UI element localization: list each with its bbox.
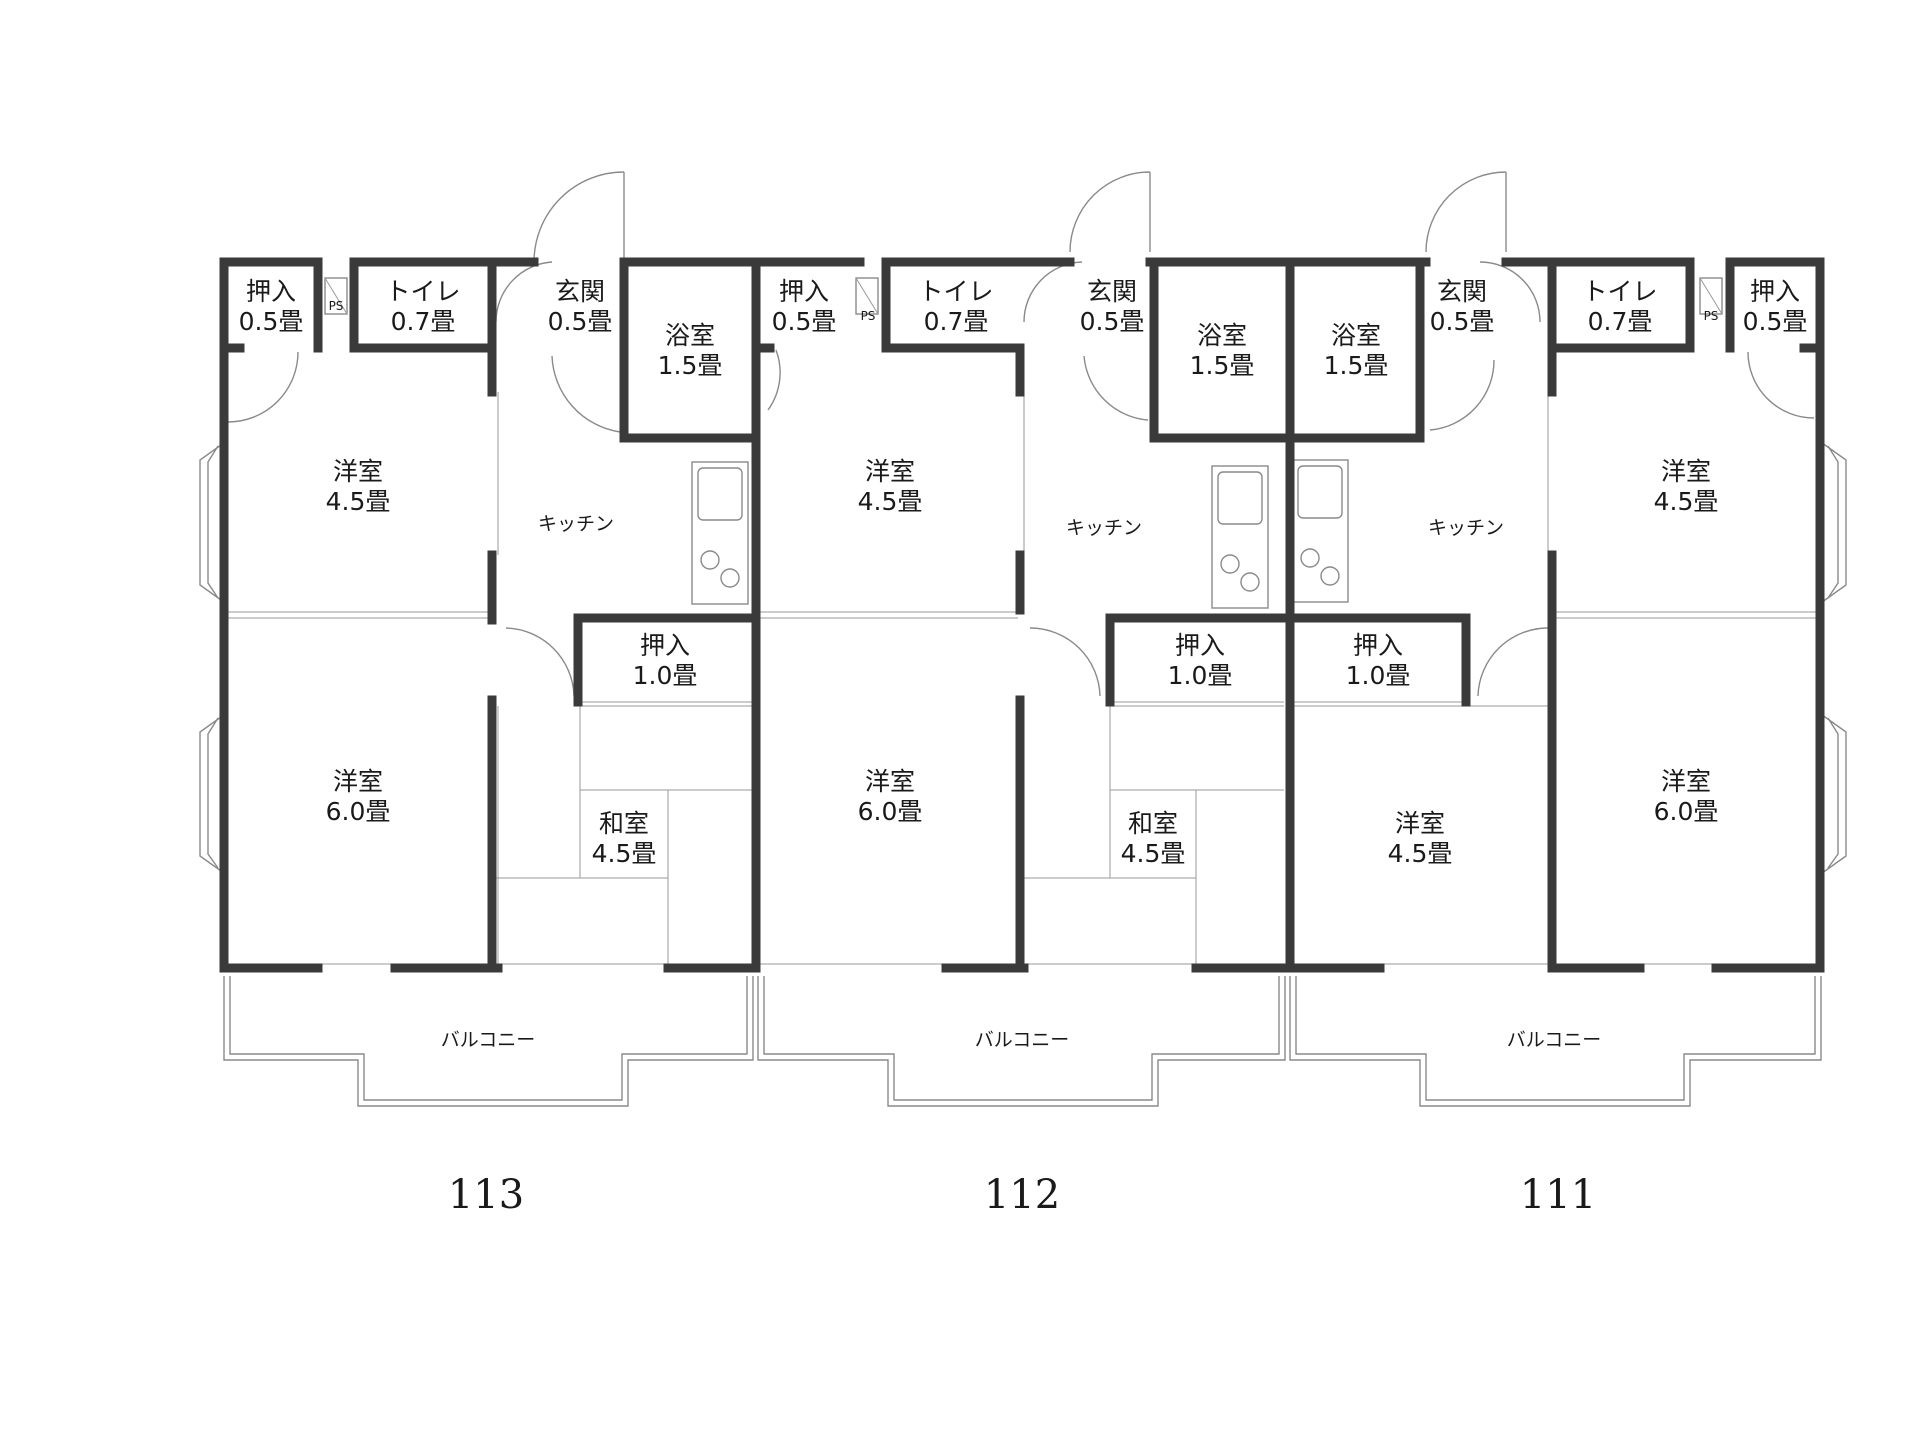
room-size: 1.5畳 bbox=[658, 351, 723, 380]
room-size: 0.7畳 bbox=[924, 307, 989, 336]
room-name: 和室 bbox=[599, 809, 649, 838]
room-name: 浴室 bbox=[1331, 321, 1381, 350]
room-name: 玄関 bbox=[555, 277, 605, 306]
room-name: 押入 bbox=[640, 631, 690, 660]
ps-label: PS bbox=[329, 299, 344, 313]
room-name: 押入 bbox=[1353, 631, 1403, 660]
room-size: 1.5畳 bbox=[1324, 351, 1389, 380]
room-size: 4.5畳 bbox=[1654, 487, 1719, 516]
room-size: 4.5畳 bbox=[1121, 839, 1186, 868]
room-name: 洋室 bbox=[333, 457, 383, 486]
room-size: 4.5畳 bbox=[592, 839, 657, 868]
room-name: 押入 bbox=[1750, 277, 1800, 306]
room-size: 0.5畳 bbox=[1080, 307, 1145, 336]
kitchen-label: キッチン bbox=[538, 513, 614, 535]
room-size: 1.0畳 bbox=[1346, 661, 1411, 690]
room-size: 0.5畳 bbox=[1430, 307, 1495, 336]
unit-number: 112 bbox=[984, 1172, 1060, 1218]
room-name: 和室 bbox=[1128, 809, 1178, 838]
room-size: 1.0畳 bbox=[1168, 661, 1233, 690]
balcony-label: バルコニー bbox=[441, 1029, 536, 1051]
room-size: 6.0畳 bbox=[1654, 797, 1719, 826]
room-name: 押入 bbox=[779, 277, 829, 306]
room-name: 玄関 bbox=[1437, 277, 1487, 306]
balcony-label: バルコニー bbox=[1507, 1029, 1602, 1051]
room-name: 洋室 bbox=[1395, 809, 1445, 838]
unit-113: 押入 0.5畳 PS トイレ 0.7畳 玄関 0.5畳 浴室 1.5畳 洋室 4… bbox=[239, 277, 723, 1218]
room-name: トイレ bbox=[385, 277, 460, 306]
room-size: 0.5畳 bbox=[239, 307, 304, 336]
unit-111: 玄関 0.5畳 トイレ 0.7畳 PS 押入 0.5畳 浴室 1.5畳 洋室 4… bbox=[1324, 277, 1808, 1218]
room-size: 4.5畳 bbox=[1388, 839, 1453, 868]
room-name: トイレ bbox=[918, 277, 993, 306]
room-name: 洋室 bbox=[1661, 457, 1711, 486]
room-size: 6.0畳 bbox=[858, 797, 923, 826]
kitchen-label: キッチン bbox=[1066, 517, 1142, 539]
unit-112: 押入 0.5畳 PS トイレ 0.7畳 玄関 0.5畳 浴室 1.5畳 洋室 4… bbox=[772, 277, 1255, 1218]
room-size: 1.5畳 bbox=[1190, 351, 1255, 380]
fixture-lines bbox=[199, 171, 1847, 1107]
room-name: 浴室 bbox=[665, 321, 715, 350]
kitchen-label: キッチン bbox=[1428, 517, 1504, 539]
unit-number: 113 bbox=[448, 1172, 524, 1218]
room-name: 洋室 bbox=[865, 767, 915, 796]
room-name: 浴室 bbox=[1197, 321, 1247, 350]
room-size: 1.0畳 bbox=[633, 661, 698, 690]
room-name: 洋室 bbox=[865, 457, 915, 486]
walls bbox=[219, 257, 1825, 973]
room-size: 0.5畳 bbox=[548, 307, 613, 336]
room-name: 押入 bbox=[1175, 631, 1225, 660]
ps-label: PS bbox=[1704, 309, 1719, 323]
room-size: 4.5畳 bbox=[326, 487, 391, 516]
room-name: トイレ bbox=[1582, 277, 1657, 306]
room-name: 玄関 bbox=[1087, 277, 1137, 306]
ps-label: PS bbox=[861, 309, 876, 323]
room-name: 洋室 bbox=[333, 767, 383, 796]
room-name: 押入 bbox=[246, 277, 296, 306]
room-size: 0.7畳 bbox=[391, 307, 456, 336]
room-size: 0.5畳 bbox=[1743, 307, 1808, 336]
room-size: 0.7畳 bbox=[1588, 307, 1653, 336]
room-size: 6.0畳 bbox=[326, 797, 391, 826]
room-size: 4.5畳 bbox=[858, 487, 923, 516]
balcony-label: バルコニー bbox=[975, 1029, 1070, 1051]
unit-number: 111 bbox=[1520, 1172, 1596, 1218]
room-name: 洋室 bbox=[1661, 767, 1711, 796]
room-size: 0.5畳 bbox=[772, 307, 837, 336]
